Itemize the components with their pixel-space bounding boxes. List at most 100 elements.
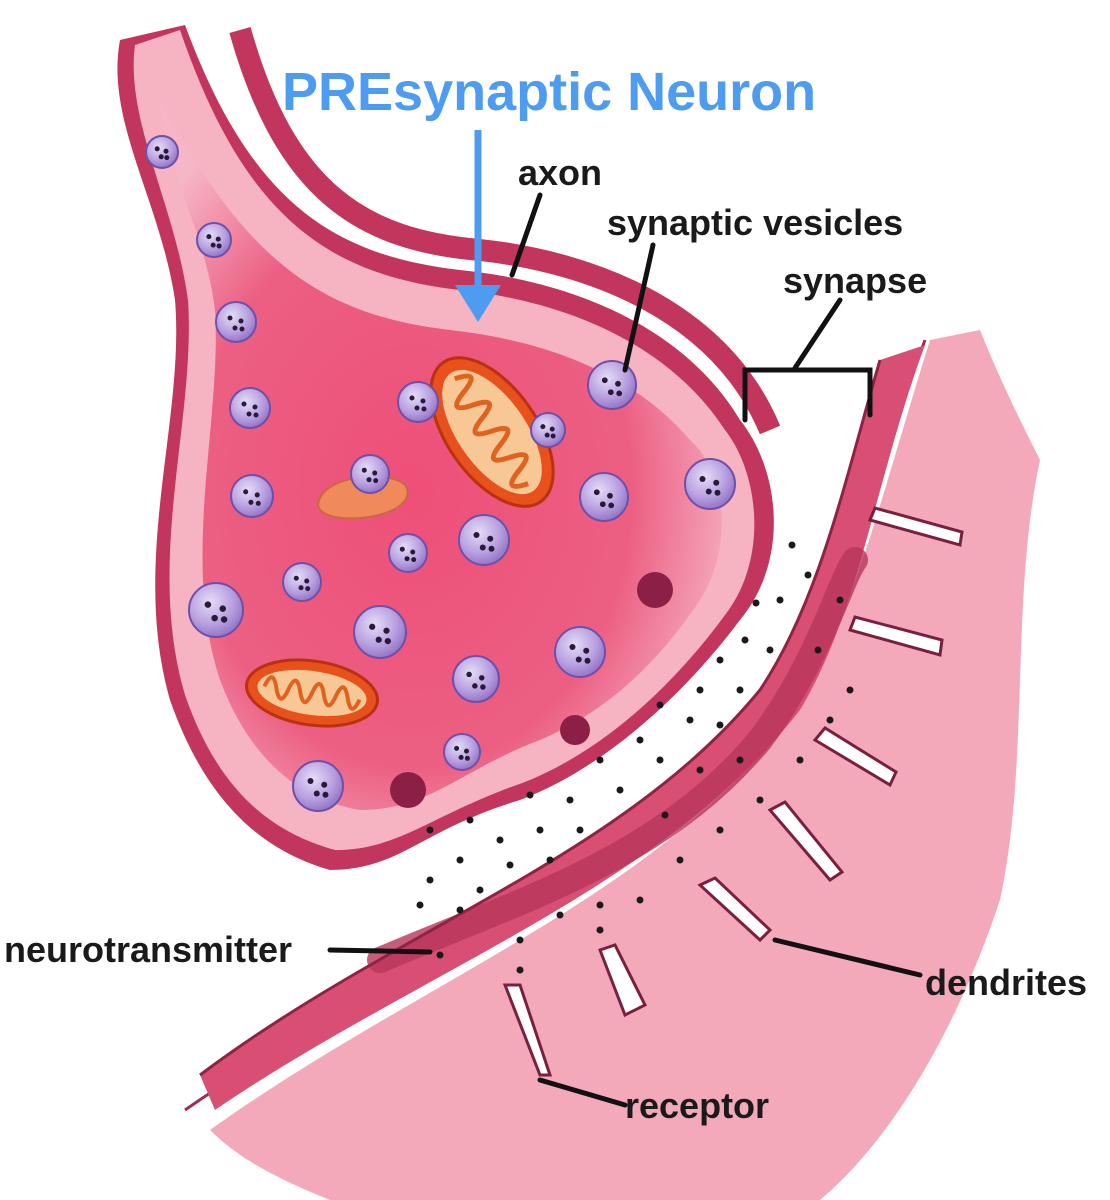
- neurotransmitter-dot: [636, 896, 644, 904]
- synaptic-vesicle: [388, 533, 428, 573]
- receptor-channel: [598, 943, 648, 1018]
- neurotransmitter-dot: [756, 796, 764, 804]
- synaptic-vesicle: [230, 474, 274, 518]
- neurotransmitter-dot: [696, 686, 704, 694]
- synaptic-vesicle: [196, 222, 232, 258]
- neurotransmitter-dot: [506, 861, 514, 869]
- label-synapse: synapse: [783, 260, 927, 301]
- neurotransmitter-dot: [416, 901, 424, 909]
- postsynaptic-membrane-outline: [199, 359, 882, 1077]
- mitochondria: [244, 356, 555, 728]
- dendrite-body: [210, 330, 1040, 1200]
- neurotransmitter-dot: [536, 826, 544, 834]
- receptor-channel: [767, 800, 845, 882]
- neurotransmitter-dot: [566, 796, 574, 804]
- label-dendrites: dendrites: [925, 962, 1087, 1003]
- neurotransmitter-dot: [556, 911, 564, 919]
- neurotransmitter-dot: [741, 636, 749, 644]
- neurotransmitter-dot: [686, 716, 694, 724]
- receptor-leader: [537, 1077, 628, 1108]
- neurotransmitter-dot: [836, 596, 844, 604]
- neurotransmitter-dot: [716, 721, 724, 729]
- neurotransmitter-dot: [516, 936, 524, 944]
- neurotransmitter-dot: [596, 926, 604, 934]
- receptor-channel: [502, 983, 553, 1077]
- neurotransmitter-dot: [804, 571, 812, 579]
- neurotransmitter-dot: [716, 826, 724, 834]
- synaptic-vesicle: [452, 655, 500, 703]
- vesicles-leader: [622, 242, 656, 373]
- synaptic-vesicles: [145, 135, 736, 812]
- synaptic-vesicle: [215, 301, 257, 343]
- receptor-channel: [848, 615, 944, 657]
- dendrite: [182, 330, 1040, 1200]
- synapse-leader: [792, 297, 843, 371]
- neurotransmitter-dot: [526, 791, 534, 799]
- postsynaptic-density: [367, 547, 868, 973]
- neurotransmitter-dot: [776, 596, 784, 604]
- mitochondrion-small: [244, 658, 380, 728]
- neurotransmitter-dot: [736, 686, 744, 694]
- receptor-channel: [867, 506, 964, 547]
- neurotransmitter-dot: [426, 876, 434, 884]
- neurotransmitter-dot: [476, 886, 484, 894]
- release-sites: [390, 572, 673, 808]
- synaptic-vesicle: [579, 472, 629, 522]
- neurotransmitter-dot: [456, 856, 464, 864]
- neurotransmitter-dot: [814, 646, 822, 654]
- neurotransmitter-dot: [426, 826, 434, 834]
- receptors: [502, 506, 964, 1077]
- neurotransmitter-dot: [661, 811, 669, 819]
- neurotransmitter-dot: [846, 686, 854, 694]
- neurotransmitter-dot: [826, 716, 834, 724]
- synaptic-vesicle: [353, 605, 407, 659]
- synaptic-vesicle: [397, 381, 439, 423]
- neurotransmitter-dot: [696, 766, 704, 774]
- neurotransmitter-dot: [752, 599, 760, 607]
- neurotransmitter-dot: [636, 736, 644, 744]
- axon-membrane-white: [206, 28, 754, 423]
- neurotransmitter-dot: [788, 541, 796, 549]
- neurotransmitter-dot: [656, 701, 664, 709]
- neurotransmitter-dot: [546, 856, 554, 864]
- title-arrow-head: [455, 285, 501, 322]
- neurotransmitter-dot: [716, 656, 724, 664]
- neurotransmitter-dot: [736, 756, 744, 764]
- label-neurotransmitter: neurotransmitter: [4, 929, 292, 970]
- fusing-vesicle: [637, 572, 673, 608]
- neurotransmitter-dot: [516, 966, 524, 974]
- synaptic-vesicle: [188, 582, 244, 638]
- receptor-channel: [697, 876, 773, 943]
- synaptic-vesicle: [350, 454, 390, 494]
- receptor-channel: [812, 726, 898, 788]
- neurotransmitter-dot: [596, 901, 604, 909]
- neurotransmitter-dot: [466, 816, 474, 824]
- leader-lines: [327, 130, 923, 1108]
- neurotransmitter-dot: [616, 786, 624, 794]
- synaptic-vesicle: [684, 458, 736, 510]
- label-synaptic-vesicles: synaptic vesicles: [607, 202, 903, 243]
- neurotransmitter-dot: [436, 951, 444, 959]
- neurotransmitter-dot: [456, 906, 464, 914]
- title-presynaptic-neuron: PREsynaptic Neuron: [282, 62, 816, 122]
- synapse-bracket: [742, 367, 873, 423]
- label-axon: axon: [518, 152, 602, 193]
- synaptic-vesicle: [530, 412, 566, 448]
- neurotransmitter-leader: [327, 947, 433, 955]
- synaptic-vesicle: [554, 626, 606, 678]
- fusing-vesicle: [390, 772, 426, 808]
- neurotransmitter-dot: [596, 756, 604, 764]
- synaptic-vesicle: [458, 514, 510, 566]
- dendrites-leader: [772, 937, 923, 978]
- neurotransmitter-dot: [766, 646, 774, 654]
- synaptic-vesicle: [292, 760, 344, 812]
- neurotransmitter-dot: [656, 756, 664, 764]
- neurotransmitter-dot: [576, 826, 584, 834]
- synaptic-vesicle: [229, 387, 271, 429]
- synaptic-vesicle: [587, 360, 637, 410]
- neurotransmitter-dot: [676, 856, 684, 864]
- synaptic-vesicle: [443, 733, 481, 771]
- axon-leader: [509, 192, 543, 278]
- neurotransmitter-dot: [496, 836, 504, 844]
